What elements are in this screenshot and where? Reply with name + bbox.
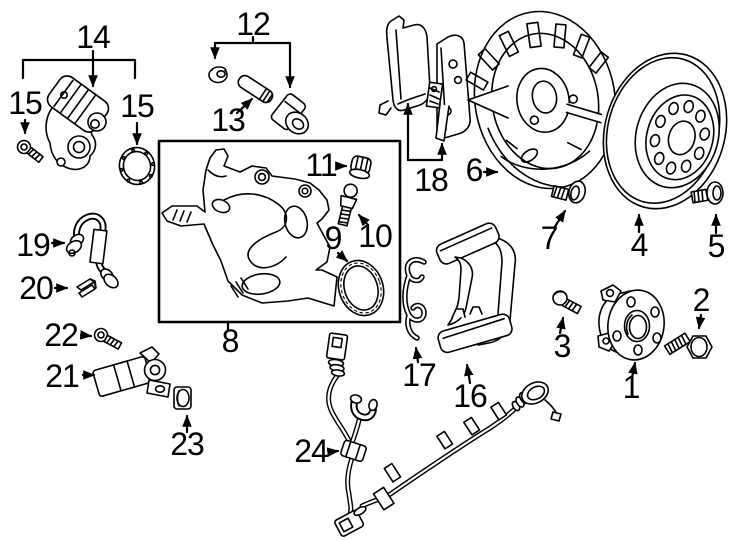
callout-17: 17 [402,357,436,393]
grommet-illustration [173,386,192,410]
callout-21: 21 [45,358,79,394]
callout-3: 3 [554,328,571,364]
motor-seal-illustration [118,146,156,186]
callout-16: 16 [453,378,487,414]
brake-hose-illustration [65,212,119,289]
bleeder-cap-illustration [348,155,372,180]
splash-shield-illustration [465,10,617,190]
callout-2: 2 [693,282,710,318]
callout-13: 13 [211,102,245,138]
guide-pin-illustration [237,74,274,104]
callout-18: 18 [414,162,448,198]
callout-4: 4 [631,227,648,263]
bleeder-screw-illustration [337,183,358,227]
callout-23: 23 [170,426,204,462]
callout-12: 12 [236,6,270,42]
guide-pin-cap-illustration [208,66,228,84]
rotor-screw-right-illustration [690,181,724,205]
retaining-spring-illustration [402,257,427,341]
callout-14: 14 [76,19,110,55]
brake-pads-illustration [378,15,471,142]
motor-screw-illustration [16,139,44,164]
shield-screw-illustration [552,290,582,315]
callout-11: 11 [305,147,336,183]
callout-labels: 14 15 15 12 13 18 6 7 4 5 2 3 1 16 17 11… [8,6,725,469]
wheel-hub-illustration [597,284,665,361]
callout-9: 9 [325,220,342,256]
callout-1: 1 [623,369,640,405]
caliper-box-frame [157,139,402,324]
rotor-screw-left-illustration [550,180,587,204]
hose-clip-illustration [76,278,97,298]
wire-harness-illustration [325,332,562,537]
callout-15-seal: 15 [120,88,154,124]
callout-lines [20,35,721,457]
callout-5: 5 [708,228,725,264]
sensor-screw-illustration [93,327,123,350]
piston-seal-illustration [337,259,385,317]
callout-8: 8 [222,323,239,359]
parking-brake-motor-illustration [45,75,110,171]
callout-22: 22 [44,317,78,353]
callout-10: 10 [358,218,392,254]
callout-7: 7 [541,220,558,256]
brake-rotor-illustration [602,52,728,210]
hub-bolt-illustration [663,332,713,359]
callout-20: 20 [19,270,53,306]
guide-pin-bushing-illustration [270,93,310,135]
callout-6: 6 [466,152,483,188]
callout-19: 19 [16,227,50,263]
caliper-bracket-illustration [435,222,517,354]
abs-sensor-illustration [92,346,171,398]
brake-caliper-illustration [161,148,338,307]
callout-24: 24 [294,433,328,469]
callout-15-screw: 15 [8,85,42,121]
